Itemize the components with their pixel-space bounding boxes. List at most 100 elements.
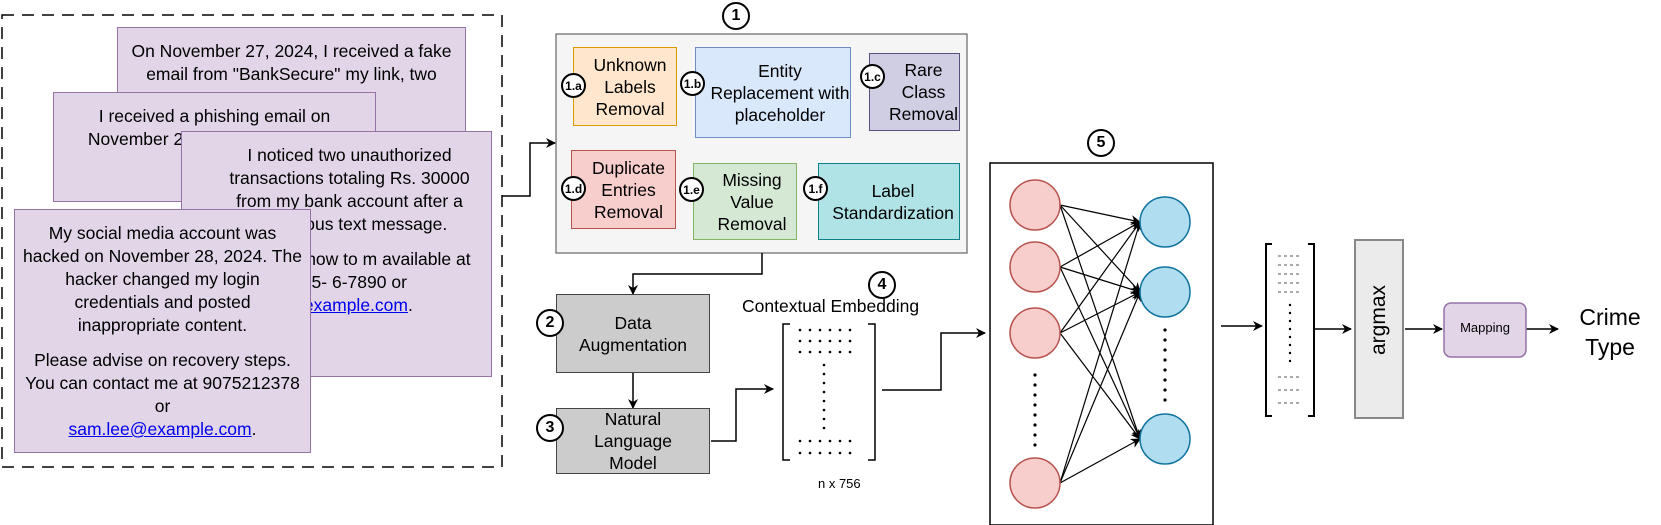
embedding-dot bbox=[808, 339, 812, 343]
step-1-badge: 1 bbox=[722, 2, 750, 30]
embedding-dot bbox=[822, 426, 826, 430]
embedding-dot bbox=[798, 350, 802, 354]
ellipsis-dot bbox=[1033, 373, 1037, 377]
embedding-dot bbox=[828, 350, 832, 354]
embedding-dot bbox=[808, 350, 812, 354]
step-1e-box: Missing Value Removal bbox=[693, 163, 797, 240]
embedding-dot bbox=[818, 451, 822, 455]
step-1d-badge: 1.d bbox=[561, 176, 586, 201]
embedding-dot bbox=[808, 328, 812, 332]
step-1d-label: Duplicate Entries Removal bbox=[592, 157, 665, 222]
step-1f-box: Label Standardization bbox=[818, 163, 960, 240]
embedding-dots bbox=[798, 328, 852, 455]
input-neuron bbox=[1009, 241, 1061, 293]
step-1a-box: Unknown Labels Removal bbox=[573, 47, 677, 126]
step-1e-label: Missing Value Removal bbox=[717, 169, 787, 234]
ellipsis-dot bbox=[1033, 403, 1037, 407]
complaint-1-text: On November 27, 2024, I received a fake … bbox=[131, 41, 452, 84]
embedding-dot bbox=[822, 363, 826, 367]
input-container bbox=[1, 14, 503, 468]
input-neuron bbox=[1009, 307, 1061, 359]
network-edge bbox=[1059, 291, 1141, 334]
output-neuron bbox=[1139, 413, 1191, 465]
embedding-dot bbox=[798, 339, 802, 343]
complaint-3-email-link[interactable]: @example.com bbox=[286, 295, 408, 315]
embedding-dot bbox=[818, 350, 822, 354]
embedding-dot bbox=[822, 417, 826, 421]
arrow-embedding-to-network bbox=[882, 328, 986, 391]
network-edge bbox=[1059, 221, 1141, 268]
ellipsis-dot bbox=[1033, 443, 1037, 447]
embedding-dot bbox=[808, 439, 812, 443]
output-vector-dots bbox=[1278, 255, 1302, 404]
step-1a-label: Unknown Labels Removal bbox=[593, 54, 667, 119]
ellipsis-dot bbox=[1033, 383, 1037, 387]
arrow-model-to-embedding bbox=[711, 384, 774, 442]
vector-dot bbox=[1288, 335, 1292, 339]
argmax-box bbox=[1354, 239, 1404, 419]
vector-dot bbox=[1288, 327, 1292, 331]
embedding-dot bbox=[828, 439, 832, 443]
complaint-4-email-link[interactable]: sam.lee@example.com bbox=[68, 419, 252, 439]
vector-dot bbox=[1288, 311, 1292, 315]
vector-dot bbox=[1288, 359, 1292, 363]
embedding-dot bbox=[828, 451, 832, 455]
embedding-dot bbox=[838, 451, 842, 455]
mapping-label: Mapping bbox=[1460, 320, 1510, 335]
vector-dot bbox=[1288, 351, 1292, 355]
crime-type-line-1: Crime bbox=[1579, 304, 1641, 330]
embedding-dot bbox=[848, 328, 852, 332]
embedding-dot bbox=[838, 439, 842, 443]
data-augmentation-label: Data Augmentation bbox=[579, 312, 687, 355]
embedding-dot bbox=[798, 328, 802, 332]
network-edge bbox=[1059, 438, 1141, 484]
crime-type-output: Crime Type bbox=[1570, 302, 1650, 362]
ellipsis-dot bbox=[1033, 423, 1037, 427]
step-5-badge: 5 bbox=[1087, 129, 1115, 157]
vector-dot bbox=[1288, 343, 1292, 347]
vector-dot bbox=[1288, 319, 1292, 323]
ellipsis-dot bbox=[1163, 378, 1167, 382]
ellipsis-dot bbox=[1163, 358, 1167, 362]
arrow-preprocessing-to-augmentation bbox=[628, 253, 763, 295]
embedding-dot bbox=[848, 350, 852, 354]
embedding-title: Contextual Embedding bbox=[742, 296, 920, 316]
embedding-dot bbox=[838, 328, 842, 332]
network-edge bbox=[1059, 204, 1142, 440]
output-neuron bbox=[1139, 266, 1191, 318]
step-4-badge: 4 bbox=[868, 271, 896, 299]
embedding-dot bbox=[838, 350, 842, 354]
network-edges bbox=[1059, 204, 1143, 484]
step-1a-badge: 1.a bbox=[561, 73, 586, 98]
ellipsis-dot bbox=[1163, 348, 1167, 352]
step-1c-box: Rare Class Removal bbox=[869, 53, 960, 131]
network-edge bbox=[1059, 204, 1141, 293]
embedding-dot bbox=[848, 451, 852, 455]
ellipsis-dot bbox=[1033, 433, 1037, 437]
ellipsis-dot bbox=[1033, 413, 1037, 417]
language-model-box: Natural Language Model bbox=[556, 408, 710, 474]
embedding-dot bbox=[828, 328, 832, 332]
output-neuron bbox=[1139, 196, 1191, 248]
embedding-dot bbox=[822, 372, 826, 376]
step-1f-badge: 1.f bbox=[803, 176, 828, 201]
output-vector bbox=[1265, 243, 1315, 417]
vector-dot bbox=[1288, 303, 1292, 307]
embedding-dot bbox=[818, 328, 822, 332]
step-1b-badge: 1.b bbox=[680, 71, 705, 96]
embedding-dot bbox=[848, 339, 852, 343]
embedding-dot bbox=[808, 451, 812, 455]
arrow-input-to-preprocessing bbox=[502, 138, 556, 197]
ellipsis-dot bbox=[1033, 393, 1037, 397]
embedding-dims: n x 756 bbox=[818, 476, 861, 491]
mapping-box bbox=[1443, 302, 1527, 358]
network-edge bbox=[1059, 221, 1143, 484]
input-neuron bbox=[1009, 457, 1061, 509]
embedding-matrix bbox=[782, 323, 876, 461]
embedding-dot bbox=[822, 381, 826, 385]
step-1b-box: Entity Replacement with placeholder bbox=[695, 47, 851, 138]
crime-type-line-2: Type bbox=[1585, 334, 1635, 360]
embedding-dot bbox=[818, 339, 822, 343]
ellipsis-dot bbox=[1163, 338, 1167, 342]
input-neuron bbox=[1009, 179, 1061, 231]
